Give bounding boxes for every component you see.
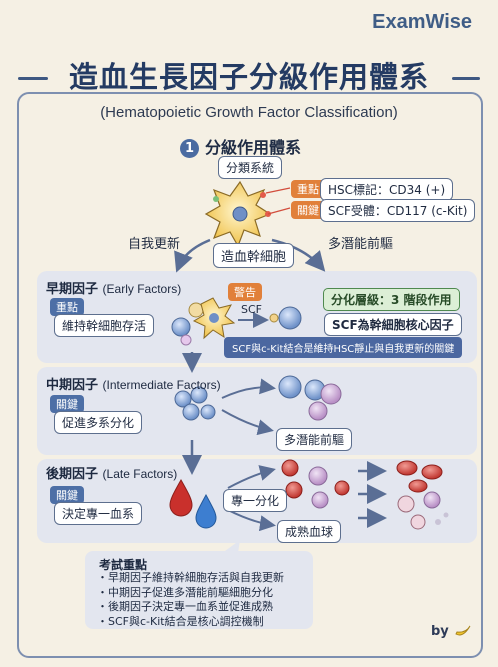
scf-ckit-banner: SCF與c-Kit結合是維持HSC靜止與自我更新的關鍵 <box>224 337 463 358</box>
mature-cells-icon <box>281 459 350 509</box>
classification-label: 分類系統 <box>218 156 283 179</box>
scf-label: SCF <box>241 303 262 316</box>
mature-cells-box: 成熟血球 <box>277 520 342 543</box>
blood-drop-icons <box>169 478 217 529</box>
late-title-en: (Late Factors) <box>102 467 178 481</box>
late-box: 決定專一血系 <box>54 502 143 525</box>
key-tag: 重點 <box>291 180 325 198</box>
early-title-en: (Early Factors) <box>102 282 182 296</box>
summary-item: 早期因子維持幹細胞存活與自我更新 <box>97 571 284 586</box>
exam-summary-box: 考試重點 早期因子維持幹細胞存活與自我更新 中期因子促進多潛能前驅細胞分化 後期… <box>85 551 313 629</box>
mid-box: 促進多系分化 <box>54 411 143 434</box>
summary-item: SCF與c-Kit結合是核心調控機制 <box>97 615 284 630</box>
self-renewal-label: 自我更新 <box>128 237 181 252</box>
banana-icon <box>455 625 471 636</box>
warning-tag: 警告 <box>228 283 262 301</box>
hsc-label: 造血幹細胞 <box>213 243 295 268</box>
mid-tag: 關鍵 <box>50 395 84 413</box>
progenitor-box: 多潛能前驅 <box>276 428 353 451</box>
key2-tag: 關鍵 <box>291 201 325 219</box>
scf-receptor-box: SCF受體：CD117 (c-Kit) <box>320 199 476 222</box>
early-tag: 重點 <box>50 298 84 316</box>
scf-core-box: SCF為幹細胞核心因子 <box>324 313 462 336</box>
progenitor-cells-icon <box>278 375 342 421</box>
section-heading-text: 分級作用體系 <box>205 138 302 157</box>
early-cells-icon <box>171 297 236 346</box>
late-title: 後期因子 (Late Factors) <box>46 463 177 482</box>
summary-list: 早期因子維持幹細胞存活與自我更新 中期因子促進多潛能前驅細胞分化 後期因子決定專… <box>97 571 284 629</box>
level-box: 分化層級：3 階段作用 <box>323 288 460 311</box>
red-blood-cells-icon <box>396 460 449 530</box>
hsc-marker-box: HSC標記：CD34 (+) <box>320 178 454 201</box>
section-heading: 1 分級作用體系 <box>180 134 301 158</box>
hsc-cell-icon <box>204 180 272 248</box>
brand-logo: ExamWise <box>372 11 472 33</box>
mid-cells-icon <box>174 386 216 421</box>
title-rule-left <box>18 77 48 80</box>
mid-title-text: 中期因子 <box>46 378 99 393</box>
early-title-text: 早期因子 <box>46 282 99 297</box>
byline: by <box>431 622 473 639</box>
title-rule-right <box>452 77 480 80</box>
late-tag: 關鍵 <box>50 486 84 504</box>
mid-title-en: (Intermediate Factors) <box>102 378 221 392</box>
summary-item: 中期因子促進多潛能前驅細胞分化 <box>97 586 284 601</box>
byline-text: by <box>431 624 449 639</box>
multipotent-label: 多潛能前驅 <box>328 237 394 252</box>
specific-diff-box: 專一分化 <box>223 489 288 512</box>
mid-title: 中期因子 (Intermediate Factors) <box>46 374 221 393</box>
early-box: 維持幹細胞存活 <box>54 314 155 337</box>
page-subtitle: (Hematopoietic Growth Factor Classificat… <box>100 104 398 121</box>
summary-item: 後期因子決定專一血系並促進成熟 <box>97 600 284 615</box>
early-title: 早期因子 (Early Factors) <box>46 278 181 297</box>
late-title-text: 後期因子 <box>46 467 99 482</box>
page-title: 造血生長因子分級作用體系 <box>68 60 429 94</box>
content-frame <box>17 92 483 658</box>
section-number: 1 <box>180 139 199 158</box>
summary-title: 考試重點 <box>99 558 148 572</box>
